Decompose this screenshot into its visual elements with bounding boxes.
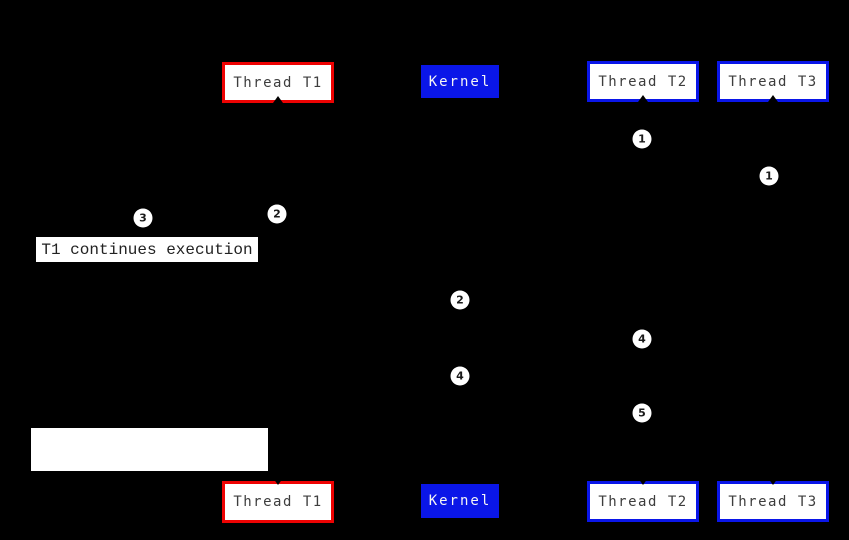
- step-circle: 1: [632, 129, 652, 149]
- step-circle: 2: [267, 204, 287, 224]
- lifeline-arrowhead-icon: [768, 478, 778, 485]
- kernel-top-box: Kernel: [421, 65, 499, 98]
- step-circle: 1: [759, 166, 779, 186]
- step-circle: 4: [632, 329, 652, 349]
- lifeline-arrowhead-icon: [638, 478, 648, 485]
- empty-label-box: [31, 428, 268, 471]
- step-circle: 4: [450, 366, 470, 386]
- step-circle: 3: [133, 208, 153, 228]
- step-circle: 5: [632, 403, 652, 423]
- lifeline-arrowhead-icon: [273, 96, 283, 103]
- lifeline-arrowhead-icon: [768, 95, 778, 102]
- lifeline-arrowhead-icon: [638, 95, 648, 102]
- step-circle: 2: [450, 290, 470, 310]
- kernel-bottom-box: Kernel: [421, 484, 499, 518]
- t1-continues-execution-label: T1 continues execution: [36, 237, 258, 262]
- thread-t1-bottom-box: Thread T1: [222, 481, 334, 523]
- thread-t2-bottom-box: Thread T2: [587, 481, 699, 522]
- lifeline-arrowhead-icon: [273, 478, 283, 485]
- thread-t3-bottom-box: Thread T3: [717, 481, 829, 522]
